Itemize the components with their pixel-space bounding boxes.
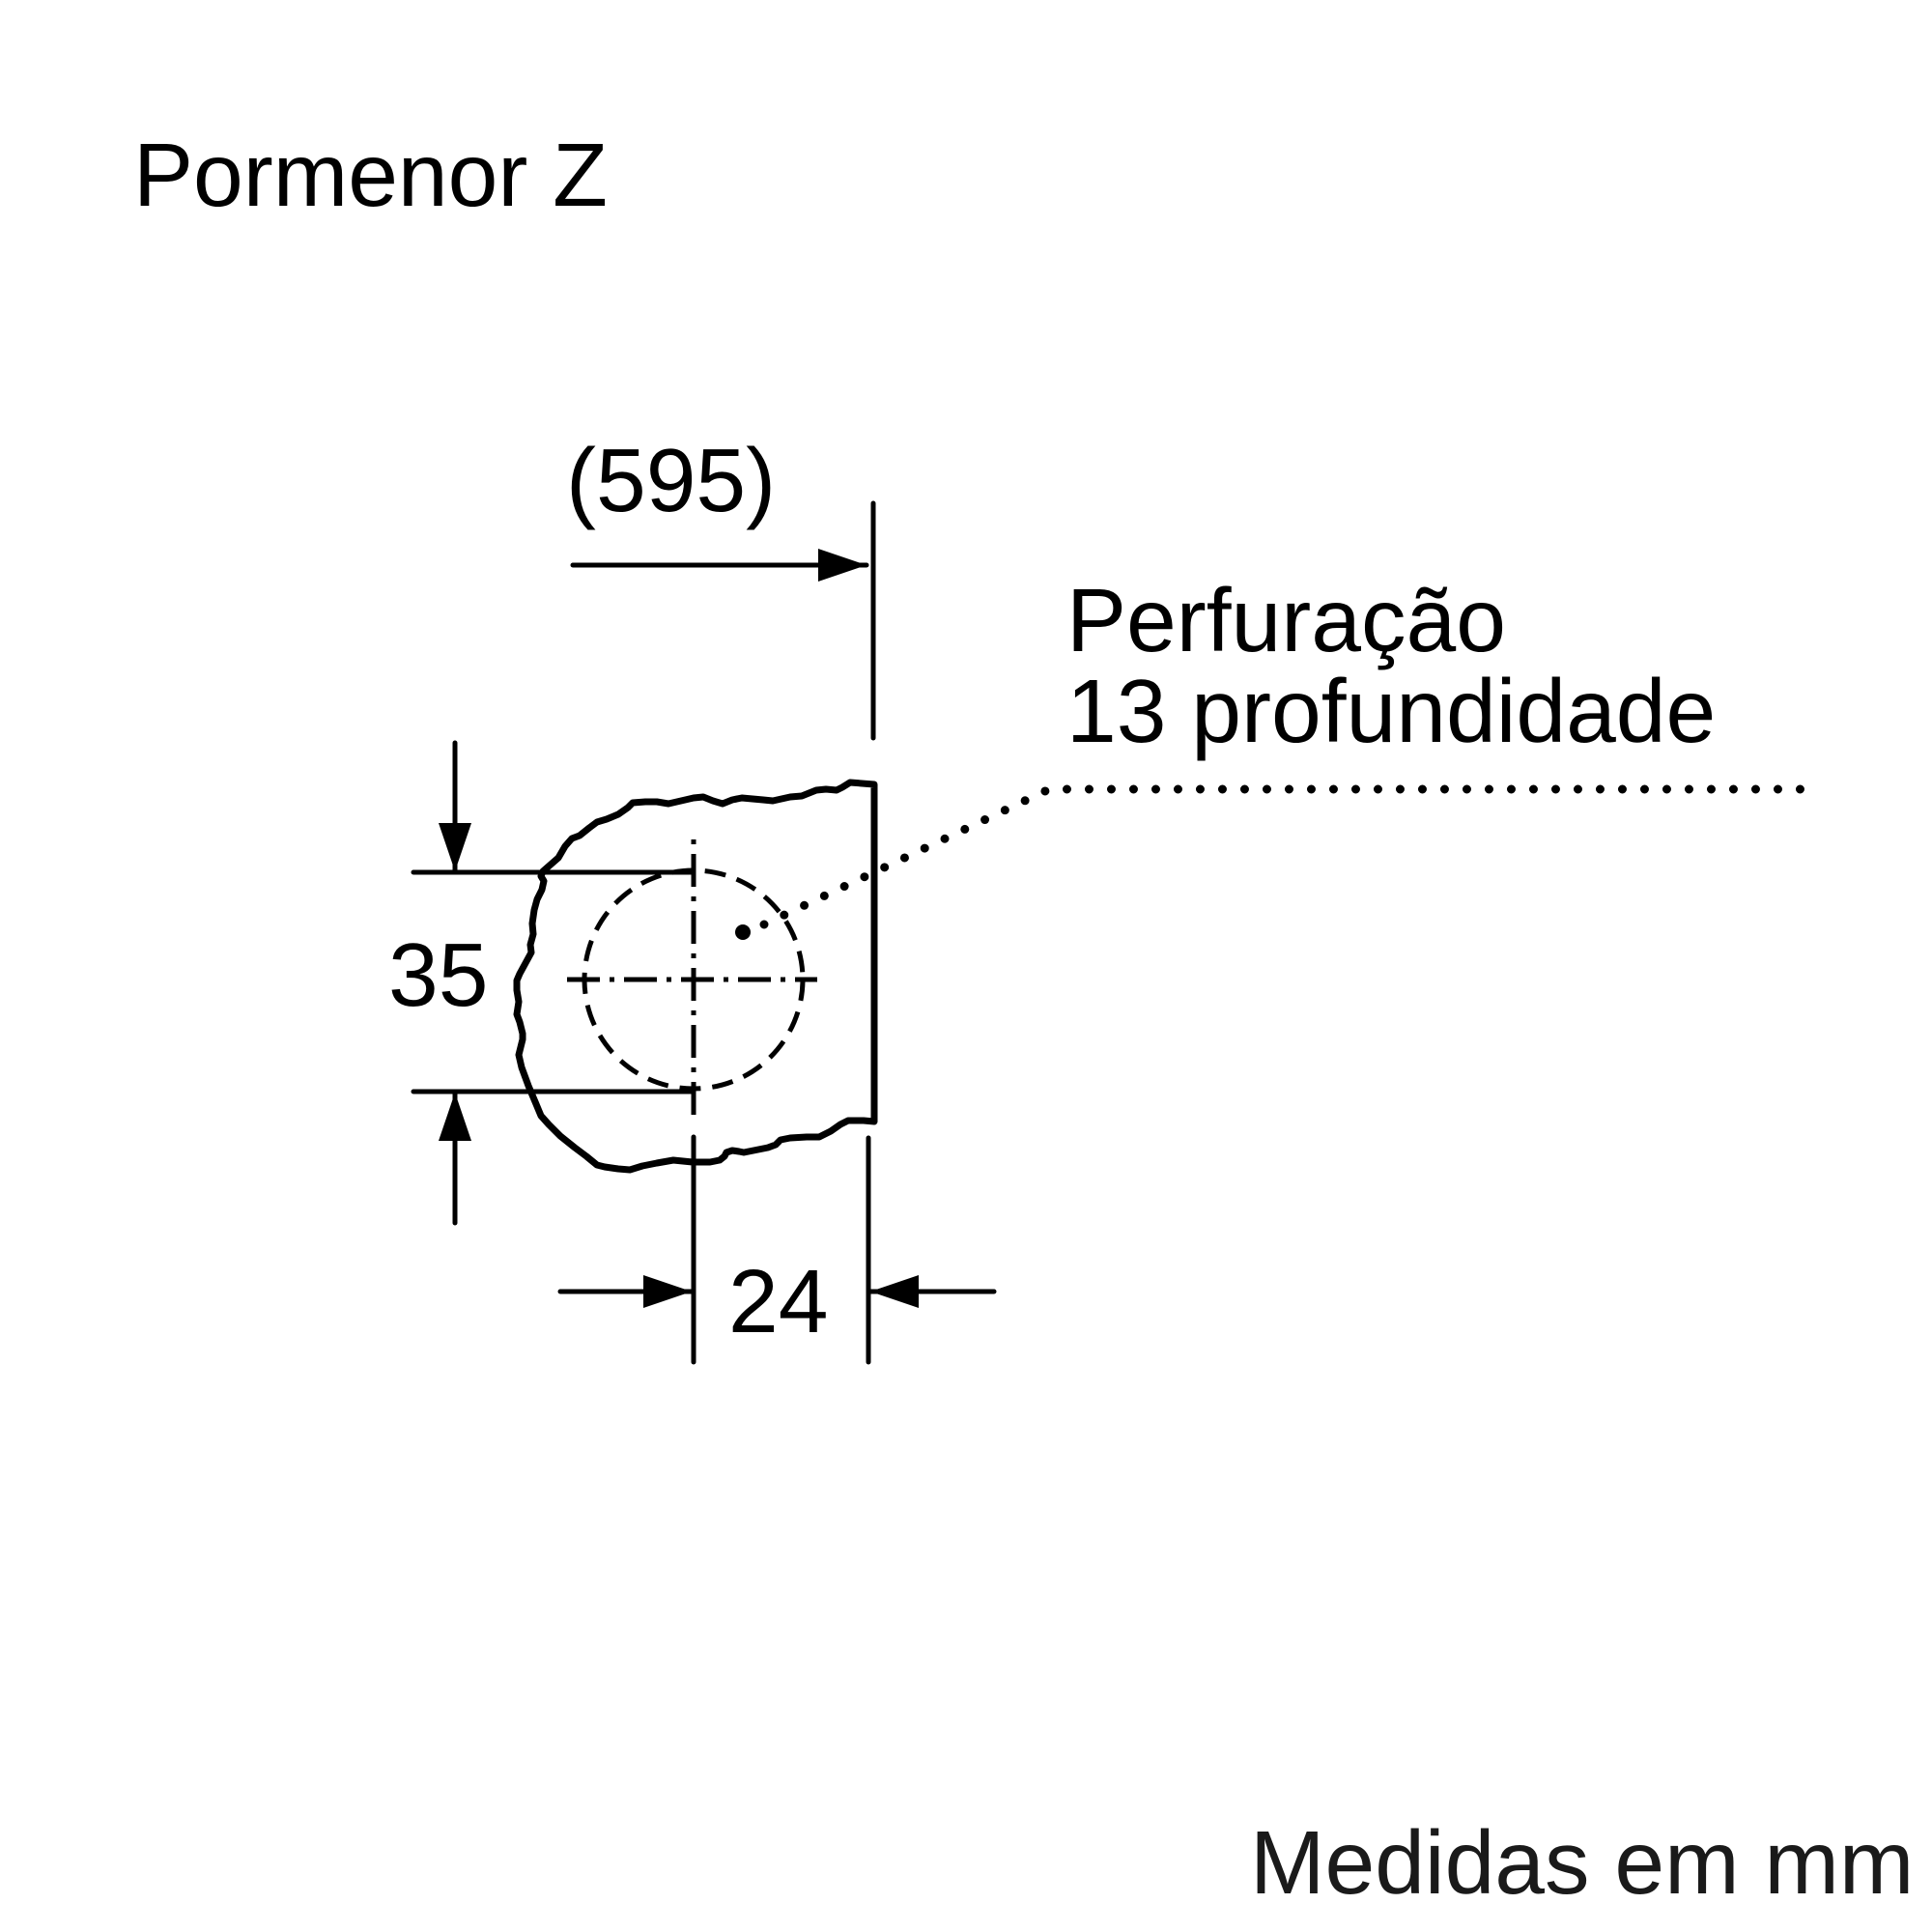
leader-origin-dot (735, 924, 751, 940)
drilling-note-line1: Perfuração (1066, 570, 1506, 670)
leader-dotted-line (759, 784, 1821, 929)
dimension-595-label: (595) (566, 430, 777, 530)
dimension-35 (411, 740, 696, 1226)
dimension-24 (557, 1135, 997, 1365)
dimension-24-label: 24 (728, 1251, 829, 1351)
detail-title: Pormenor Z (133, 125, 608, 225)
dimension-595 (570, 500, 876, 741)
drilling-note-line2: 13 profundidade (1066, 661, 1717, 761)
part-profile-outline (513, 779, 878, 1174)
drilling-note-leader (735, 784, 1821, 940)
dimension-35-label: 35 (388, 924, 489, 1025)
units-note: Medidas em mm (1250, 1812, 1915, 1913)
